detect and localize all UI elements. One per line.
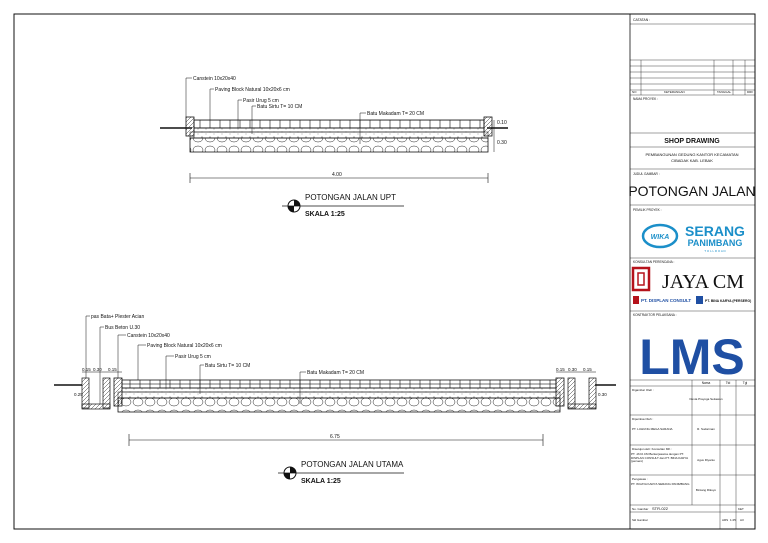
sign-name-3: Bintang Rikuyo bbox=[696, 488, 717, 492]
project-line2: CIBADAK KAB. LEBAK bbox=[671, 158, 713, 163]
project-line1: PEMBANGUNAN GEDUNG KANTOR KECAMATAN bbox=[645, 152, 738, 157]
rev-col-no: NO bbox=[632, 90, 637, 94]
label-utama-kanstin: Canstein 10x20x40 bbox=[127, 333, 170, 339]
shop-drawing: SHOP DRAWING bbox=[664, 138, 720, 145]
scale-utama: SKALA 1:25 bbox=[301, 478, 341, 485]
pasir-layer bbox=[193, 127, 485, 133]
skala-value: 1:25 bbox=[730, 518, 736, 522]
dim-utama-width: 6.75 bbox=[330, 434, 340, 440]
rev-col-keterangan: KETERANGAN bbox=[664, 90, 685, 94]
channel-right-wall-b bbox=[588, 377, 597, 409]
title-upt: POTONGAN JALAN UPT bbox=[305, 193, 396, 202]
paving-layer bbox=[193, 119, 485, 129]
label-utama-plester: pas Bata+ Plester Acian bbox=[91, 314, 144, 320]
sign-role-0: Digambar Oleh : bbox=[632, 388, 654, 392]
channel-left-floor bbox=[81, 403, 111, 410]
sign-name-1: R. Sudarman bbox=[697, 427, 715, 431]
konsultan-label: KONSULTAN PERENCANA : bbox=[633, 260, 674, 264]
label-utama-pasir: Pasir Urug 5 cm bbox=[175, 354, 211, 360]
jaya-logo-mark bbox=[631, 266, 651, 292]
kontraktor-label: KONTRAKTOR PELAKSANA : bbox=[633, 313, 677, 317]
panimbang-text: PANIMBANG bbox=[688, 238, 743, 248]
no-gambar-label: No. Gambar bbox=[632, 507, 648, 511]
sign-name-2: Agus Riyanto bbox=[697, 458, 715, 462]
label-utama-makadam: Batu Makadam T= 20 CM bbox=[307, 370, 364, 376]
label-upt-paving: Paving Block Natural 10x20x6 cm bbox=[215, 87, 290, 93]
sign-name-0: Dexta Prayoga Setiawan bbox=[689, 397, 722, 401]
makadam-layer bbox=[189, 137, 489, 153]
sign-col-tgl: Tgl bbox=[743, 381, 748, 385]
channel-left-wall-b bbox=[102, 377, 111, 409]
sign-company-2: PT. JAYA CM Berkerjasama dengan PT. DISP… bbox=[631, 453, 688, 464]
revision-table bbox=[630, 59, 755, 96]
label-upt-makadam: Batu Makadam T= 20 CM bbox=[367, 111, 424, 117]
sirtu-layer-utama bbox=[117, 391, 561, 399]
dim-upt-d1: 0.10 bbox=[497, 120, 507, 126]
paving-layer-utama bbox=[121, 379, 557, 389]
pemilik-label: PEMILIK PROYEK : bbox=[633, 208, 662, 212]
dim-utama-right-h: 0.30 bbox=[598, 392, 607, 397]
dim-utama-right-a: 0.15 bbox=[556, 367, 565, 372]
dim-upt-d2: 0.30 bbox=[497, 140, 507, 146]
outer-border bbox=[13, 13, 756, 530]
drawing-title: POTONGAN JALAN bbox=[628, 183, 755, 199]
no-gambar-value: STR-022 bbox=[652, 506, 669, 511]
dim-utama-left-h: 0.25 bbox=[74, 392, 83, 397]
makadam-layer-utama bbox=[117, 397, 561, 413]
scale-upt: SKALA 1:25 bbox=[305, 211, 345, 218]
sign-role-2: Disetujui oleh: Konsultan MK : bbox=[632, 447, 672, 451]
dim-utama-left-a: 0.15 bbox=[82, 367, 91, 372]
dim-utama-right-b: 0.30 bbox=[568, 367, 577, 372]
wika-logo bbox=[641, 223, 679, 249]
nama-proyek-label: NAMA PROYEK : bbox=[633, 97, 658, 101]
sign-role-3: Pengawas : bbox=[632, 477, 648, 481]
dim-utama-right-c: 0.15 bbox=[583, 367, 592, 372]
sign-company-1: PT. LUHUNG MEGA SARANA bbox=[632, 427, 673, 431]
section-utama: 0.15 0.30 0.15 0.15 0.30 0.15 0.25 0.30 … bbox=[54, 314, 616, 485]
sign-table bbox=[630, 380, 755, 506]
lms-logo: LMS bbox=[639, 329, 745, 385]
skala-label: Skl Gambar bbox=[632, 518, 648, 522]
channel-left-wall-a bbox=[81, 377, 90, 409]
title-block-frame bbox=[629, 13, 756, 530]
channel-right-wall-a bbox=[567, 377, 576, 409]
dim-utama-left-c: 0.15 bbox=[108, 367, 117, 372]
ket-label: KET bbox=[738, 507, 744, 511]
judul-gambar-label: JUDUL GAMBAR : bbox=[633, 172, 660, 176]
sign-role-1: Diperiksa Oleh : bbox=[632, 417, 654, 421]
pasir-layer-utama bbox=[121, 387, 557, 393]
rev-col-drf: DRF bbox=[747, 90, 753, 94]
binakarya-logo-mark bbox=[696, 296, 703, 304]
jaya-text: JAYA CM bbox=[662, 271, 744, 293]
toll-road-text: T O L L R O A D bbox=[704, 249, 726, 253]
sign-company-3: PT. WIJAYA KARYA SERANG PANIMBANG bbox=[631, 483, 690, 486]
label-utama-beton: Bus Beton U.30 bbox=[105, 325, 140, 331]
label-upt-sirtu: Batu Sirtu T= 10 CM bbox=[257, 104, 302, 110]
displan-logo-mark bbox=[633, 296, 639, 304]
binakarya-text: PT. BINA KARYA (PERSERO) bbox=[705, 299, 751, 303]
title-block: CATATAN : NO KETERANGAN TANGGAL DRF NAMA… bbox=[628, 18, 756, 529]
serang-text: SERANG bbox=[685, 223, 745, 239]
label-utama-paving: Paving Block Natural 10x20x6 cm bbox=[147, 343, 222, 349]
label-utama-sirtu: Batu Sirtu T= 10 CM bbox=[205, 363, 250, 369]
rev-col-tanggal: TANGGAL bbox=[717, 90, 731, 94]
label-upt-kanstin: Canstein 10x20x40 bbox=[193, 76, 236, 82]
dim-utama-left-b: 0.30 bbox=[93, 367, 102, 372]
sign-col-ttd: Ttd bbox=[726, 381, 731, 385]
wika-text: WIKA bbox=[651, 234, 670, 241]
channel-right-floor bbox=[567, 403, 597, 410]
catatan-label: CATATAN : bbox=[633, 18, 650, 22]
sign-col-nama: Nama bbox=[702, 381, 711, 385]
dim-upt-width: 4.00 bbox=[332, 172, 342, 178]
section-upt: 0.10 0.30 Canstein 10x20x40 Paving Block… bbox=[160, 76, 508, 218]
arsitektur-code: ARS bbox=[722, 518, 728, 522]
lembar-size: A3 bbox=[740, 518, 744, 522]
label-upt-pasir: Pasir Urug 5 cm bbox=[243, 98, 279, 104]
displan-text: PT. DISPLAN CONSULT bbox=[641, 298, 691, 303]
sirtu-layer bbox=[189, 131, 489, 139]
title-utama: POTONGAN JALAN UTAMA bbox=[301, 460, 404, 469]
